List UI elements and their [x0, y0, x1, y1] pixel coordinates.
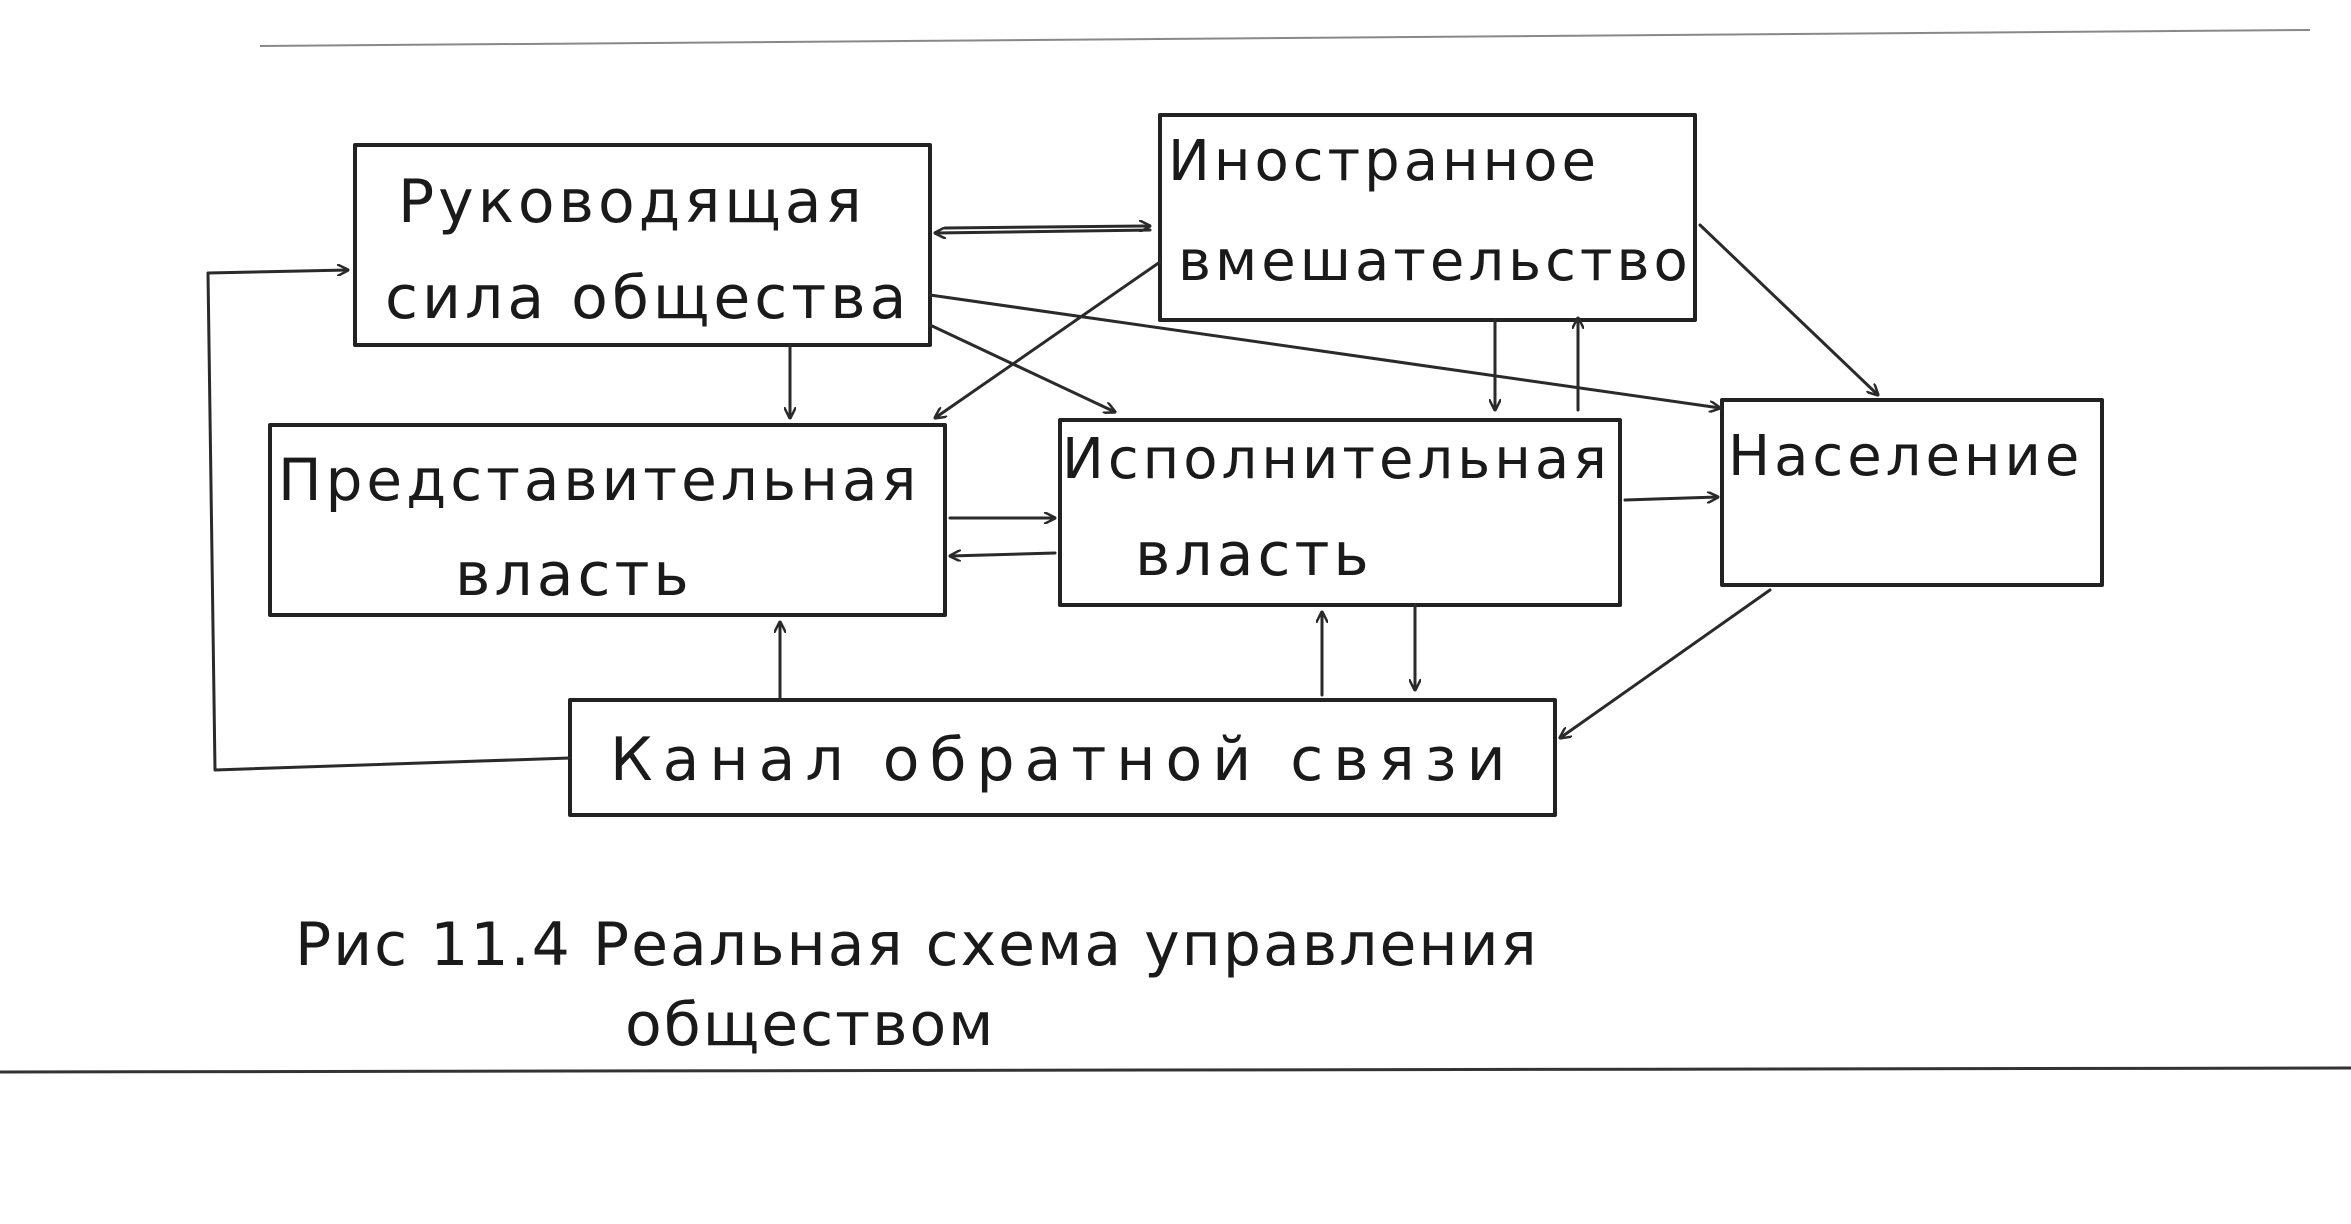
figure-caption-line1: Рис 11.4 Реальная схема управления	[295, 910, 1539, 980]
edge-leading-to-executive	[928, 323, 1115, 412]
edge-foreign-to-representative	[935, 260, 1162, 418]
node-foreign-intervention: Иностранное вмешательство	[1158, 113, 1697, 322]
node-foreign-intervention-line2: вмешательство	[1178, 229, 1692, 294]
edge-population-to-feedback	[1560, 588, 1772, 738]
edge-foreign-to-population	[1698, 223, 1878, 395]
edge-executive-to-population	[1623, 497, 1720, 500]
node-leading-force: Руководящая сила общества	[353, 143, 932, 347]
node-leading-force-line1: Руководящая	[398, 167, 866, 237]
bottom-rule	[0, 1066, 2351, 1074]
node-executive-power: Исполнительная власть	[1058, 418, 1622, 607]
node-executive-power-line1: Исполнительная	[1062, 427, 1611, 492]
top-rule	[259, 29, 2311, 47]
figure-caption-line2: обществом	[625, 990, 995, 1060]
edge-leading-to-foreign	[943, 226, 1152, 228]
node-executive-power-line2: власть	[1135, 520, 1373, 590]
edge-feedback-to-leading	[206, 270, 572, 772]
figure-caption: Рис 11.4 Реальная схема управления общес…	[295, 910, 1539, 1060]
node-population-label: Население	[1728, 424, 2083, 489]
node-foreign-intervention-line1: Иностранное	[1168, 129, 1600, 194]
node-representative-power-line2: власть	[455, 540, 693, 610]
node-population: Население	[1720, 398, 2104, 587]
edge-leading-to-population	[928, 293, 1720, 408]
node-leading-force-line2: сила общества	[385, 263, 910, 333]
node-feedback-channel-label: Канал обратной связи	[610, 725, 1516, 795]
edge-foreign-to-leading	[933, 230, 1152, 233]
node-representative-power: Представительная власть	[268, 423, 947, 617]
node-feedback-channel: Канал обратной связи	[568, 698, 1557, 817]
edge-executive-to-representative	[948, 553, 1057, 556]
node-representative-power-line1: Представительная	[278, 446, 920, 514]
